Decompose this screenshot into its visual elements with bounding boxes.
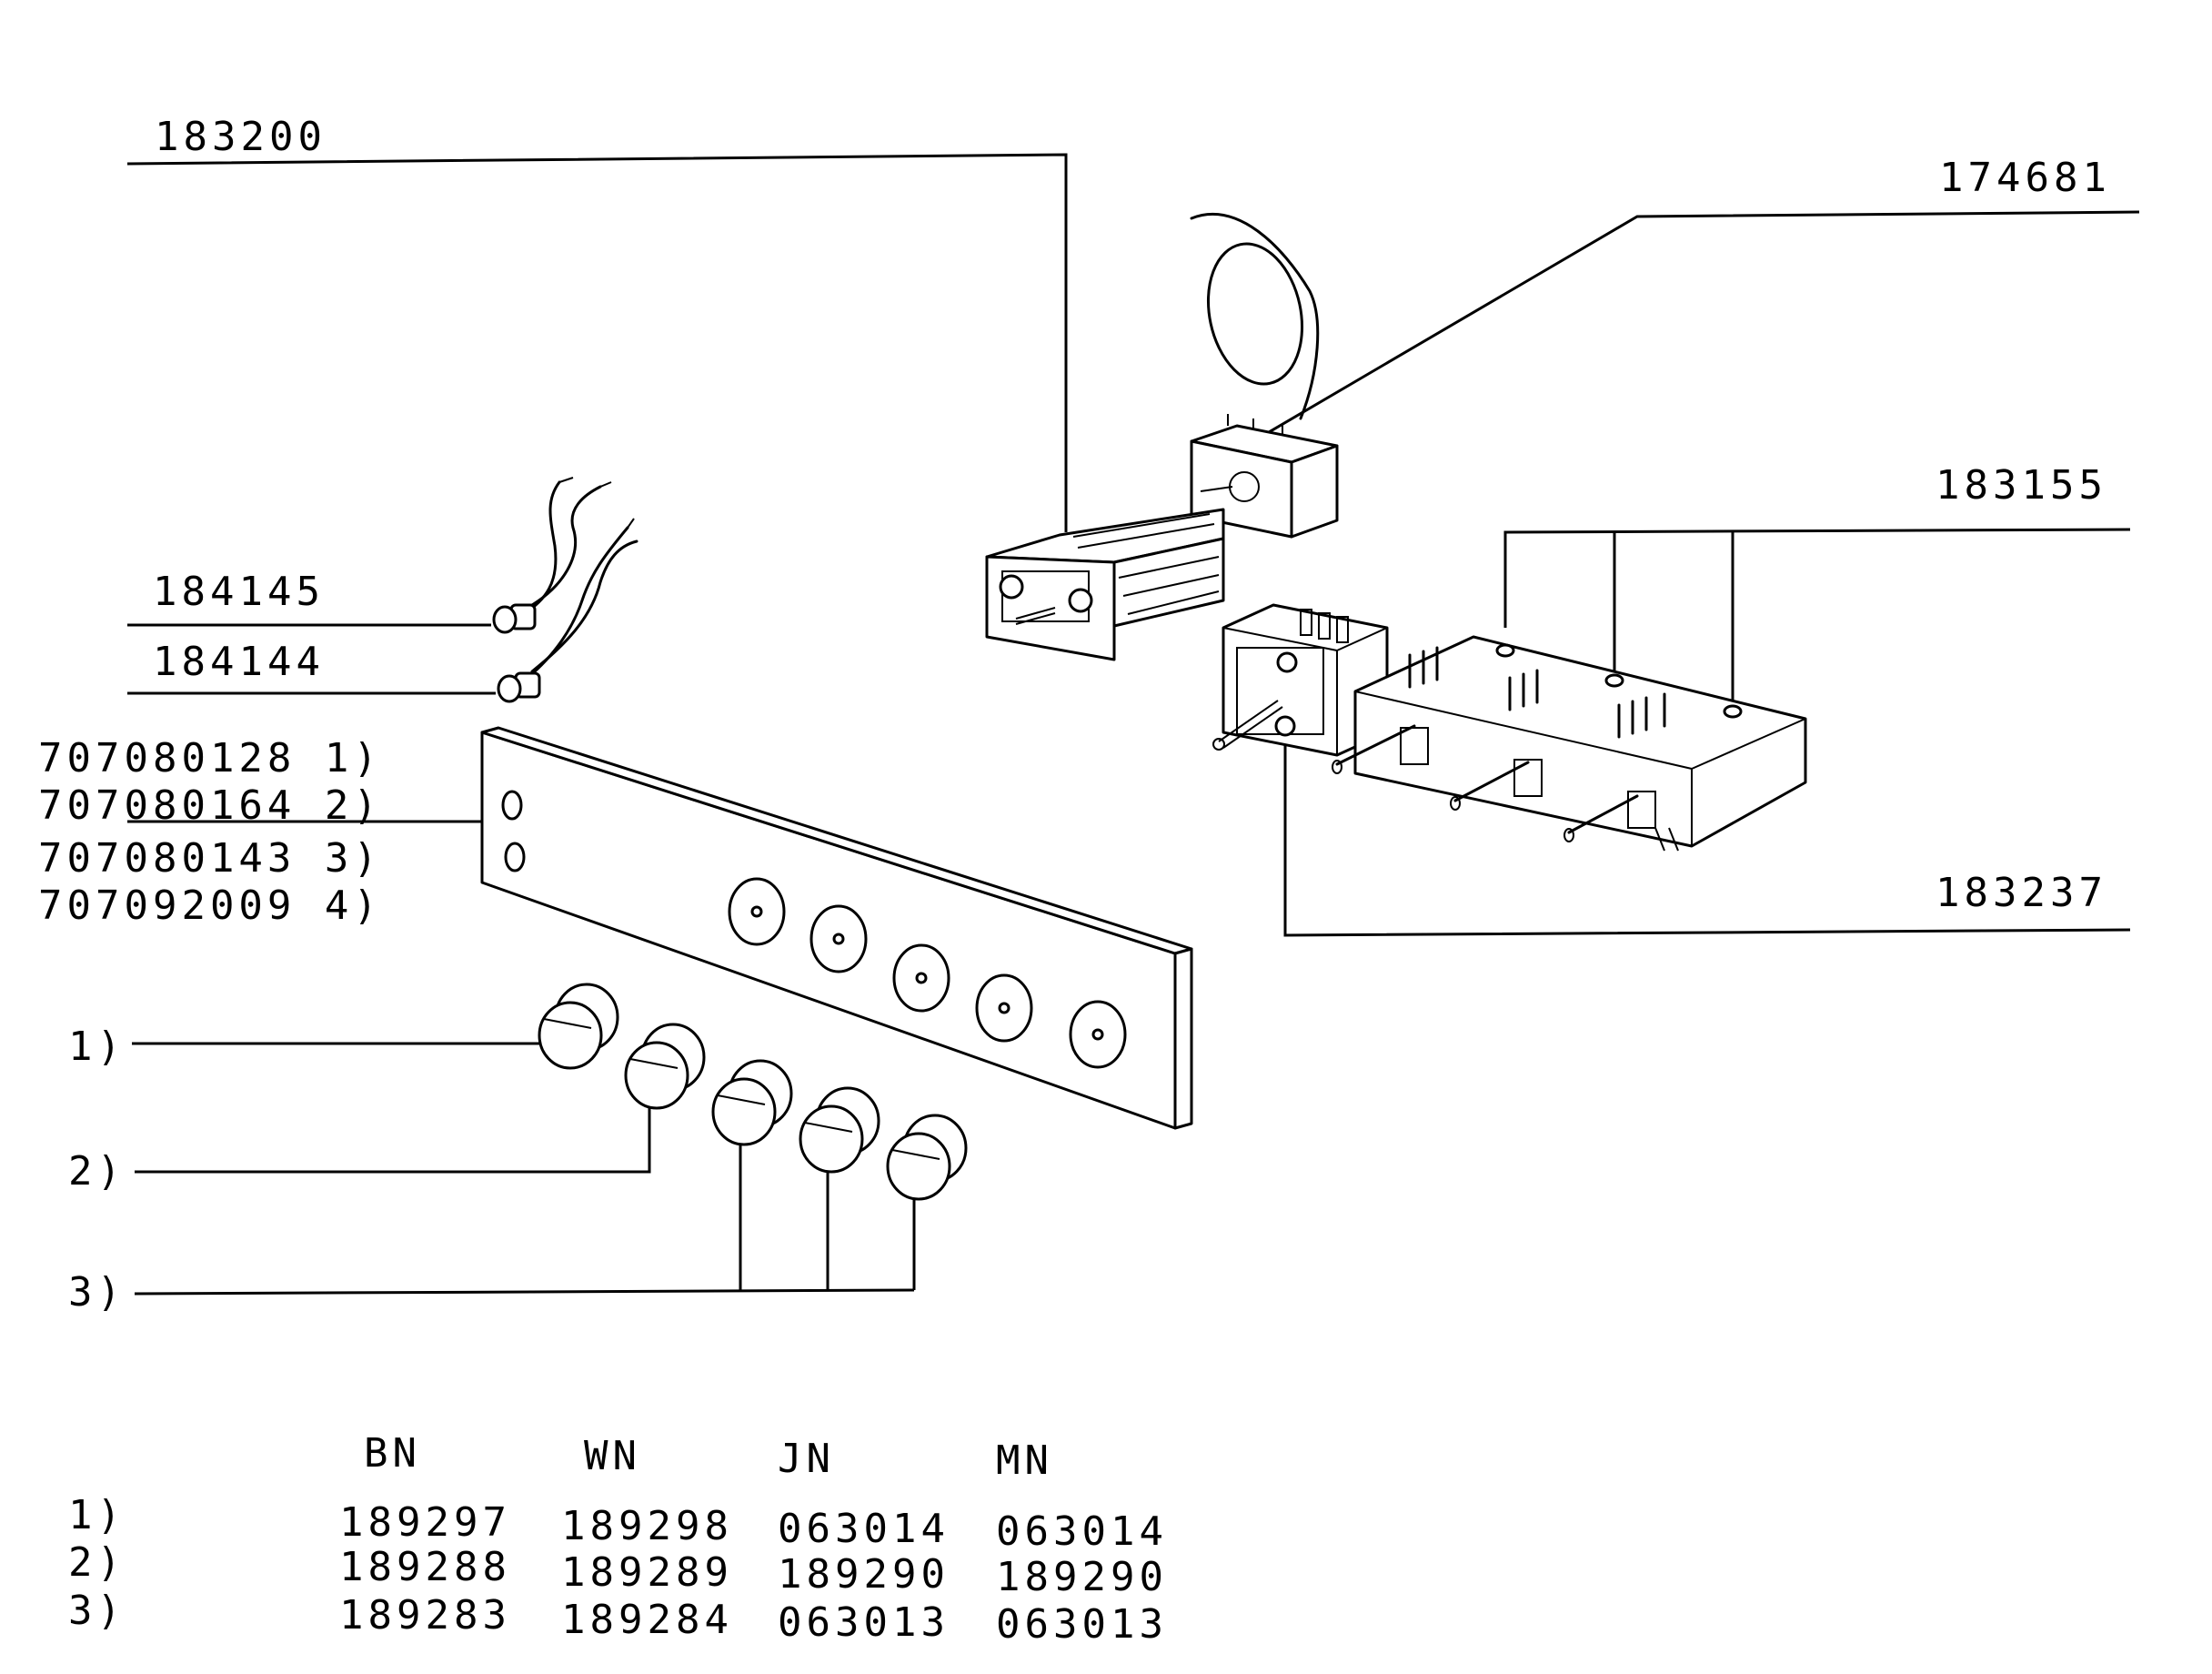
- table-cell: 189290: [996, 1554, 1168, 1600]
- leader-knob-2: [135, 1101, 651, 1174]
- knob-1-shape: [538, 983, 619, 1070]
- panel-hole-upper: [501, 790, 523, 821]
- label-183155: 183155: [1936, 462, 2107, 509]
- table-cell: 063013: [996, 1601, 1168, 1648]
- timer-174681: [1190, 213, 1339, 539]
- label-184144: 184144: [153, 639, 325, 685]
- label-184145: 184145: [153, 569, 325, 615]
- front-panel: [480, 726, 1193, 1130]
- table-cell: 063013: [778, 1599, 950, 1646]
- table-cell: 063014: [778, 1506, 950, 1552]
- table-header-jn: JN: [778, 1436, 835, 1482]
- table-header-mn: MN: [996, 1437, 1053, 1484]
- control-knobs: [538, 983, 968, 1201]
- table-cell: 063014: [996, 1508, 1168, 1555]
- knob-3a-shape: [711, 1059, 793, 1146]
- table-cell: 189298: [561, 1503, 733, 1549]
- knob-3c-shape: [886, 1114, 968, 1201]
- knob-2-shape: [624, 1023, 706, 1110]
- leader-lines: [126, 153, 2140, 1296]
- label-knob-1: 1): [68, 1024, 126, 1070]
- table-cell: 189290: [778, 1551, 950, 1598]
- lamp-184145: [492, 603, 537, 634]
- callout-labels: 183200 174681 183155 184145 184144 18323…: [38, 114, 2111, 1316]
- panel-hole-lower: [504, 842, 526, 872]
- table-cell: 189289: [561, 1549, 733, 1596]
- table-cell: 189284: [561, 1597, 733, 1643]
- table-cell: 189283: [339, 1592, 511, 1639]
- label-174681: 174681: [1939, 155, 2111, 201]
- table-cell: 189297: [339, 1499, 511, 1546]
- switch-shafts: [1332, 724, 1639, 842]
- leader-183237: [1283, 728, 2131, 937]
- label-knob-2: 2): [68, 1148, 126, 1195]
- table-row-label: 2): [68, 1539, 126, 1586]
- table-row-label: 1): [68, 1492, 126, 1538]
- table-row-label: 3): [68, 1588, 126, 1634]
- label-knob-3: 3): [68, 1269, 126, 1316]
- table-header-wn: WN: [584, 1433, 641, 1479]
- variant-table: BN WN JN MN 1) 189297 189298 063014 0630…: [68, 1430, 1168, 1648]
- label-panel-2: 707080164 2): [38, 782, 382, 829]
- indicator-lamps: [492, 477, 638, 703]
- knob-3b-shape: [799, 1086, 880, 1174]
- leader-174681: [1268, 210, 2140, 434]
- switch-183200: [985, 508, 1225, 661]
- label-panel-1: 707080128 1): [38, 735, 382, 782]
- leader-knob-3: [134, 1288, 915, 1296]
- switch-bank-183155: [1212, 603, 1807, 852]
- table-cell: 189288: [339, 1544, 511, 1590]
- leader-183155: [1503, 528, 2131, 628]
- label-panel-4: 707092009 4): [38, 882, 382, 929]
- table-header-bn: BN: [364, 1430, 421, 1477]
- label-panel-3: 707080143 3): [38, 835, 382, 882]
- label-183237: 183237: [1936, 870, 2107, 916]
- panel-knob-holes: [728, 877, 1127, 1069]
- leader-183200: [126, 153, 1068, 532]
- lamp-184144: [497, 671, 541, 703]
- label-183200: 183200: [155, 114, 327, 160]
